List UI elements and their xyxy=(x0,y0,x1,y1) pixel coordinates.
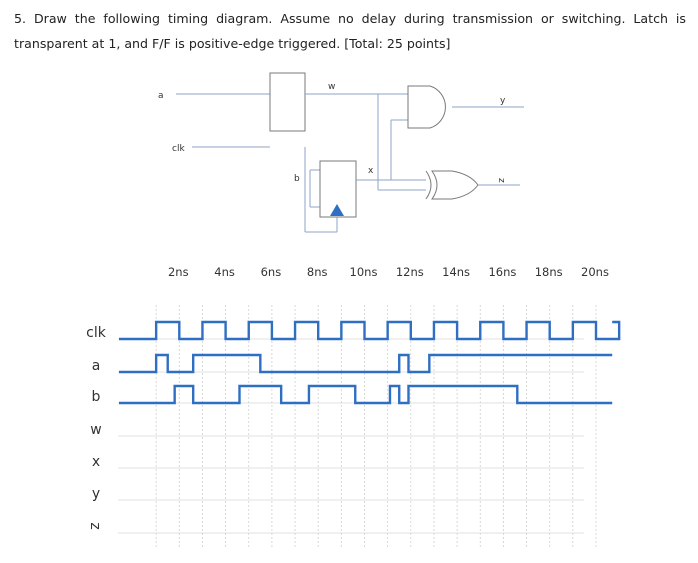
time-label: 10ns xyxy=(350,265,378,279)
circuit-diagram xyxy=(176,72,524,233)
time-label: 12ns xyxy=(396,265,424,279)
circuit-label-clk: clk xyxy=(172,144,185,154)
question-text: 5. Draw the following timing diagram. As… xyxy=(14,11,686,51)
flipflop-box xyxy=(319,160,357,218)
signal-label-clk: clk xyxy=(86,325,107,341)
signal-label-b: b xyxy=(92,389,101,405)
signal-label-z: z xyxy=(87,522,103,529)
circuit-label-z: z xyxy=(496,178,506,183)
clock-triangle xyxy=(330,204,344,216)
waveform-clk xyxy=(119,320,621,341)
circuit-label-b: b xyxy=(294,174,300,184)
time-axis-labels: 2ns 4ns 6ns 8ns 10ns 12ns 14ns 16ns 18ns 20ns xyxy=(168,265,609,279)
time-label: 8ns xyxy=(307,265,328,279)
waveform-a xyxy=(119,353,613,374)
signal-label-w: w xyxy=(90,422,101,438)
waveform-b xyxy=(119,384,613,405)
signal-label-y: y xyxy=(92,486,100,502)
time-label: 16ns xyxy=(488,265,516,279)
circuit-label-x: x xyxy=(368,166,374,176)
timing-grid xyxy=(118,305,597,548)
signal-label-a: a xyxy=(92,358,101,374)
xor-gate xyxy=(431,170,479,200)
time-label: 6ns xyxy=(261,265,282,279)
time-label: 2ns xyxy=(168,265,189,279)
circuit-label-y: y xyxy=(500,96,506,106)
time-label: 14ns xyxy=(442,265,470,279)
time-label: 4ns xyxy=(214,265,235,279)
time-label: 18ns xyxy=(535,265,563,279)
signal-label-x: x xyxy=(92,454,100,470)
circuit-label-w: w xyxy=(328,82,335,92)
waveforms xyxy=(119,320,621,405)
signal-name-labels: clk ab wxy z xyxy=(86,325,107,530)
circuit-label-a: a xyxy=(158,91,164,101)
latch-box xyxy=(269,72,306,132)
time-label: 20ns xyxy=(581,265,609,279)
and-gate xyxy=(407,85,446,129)
